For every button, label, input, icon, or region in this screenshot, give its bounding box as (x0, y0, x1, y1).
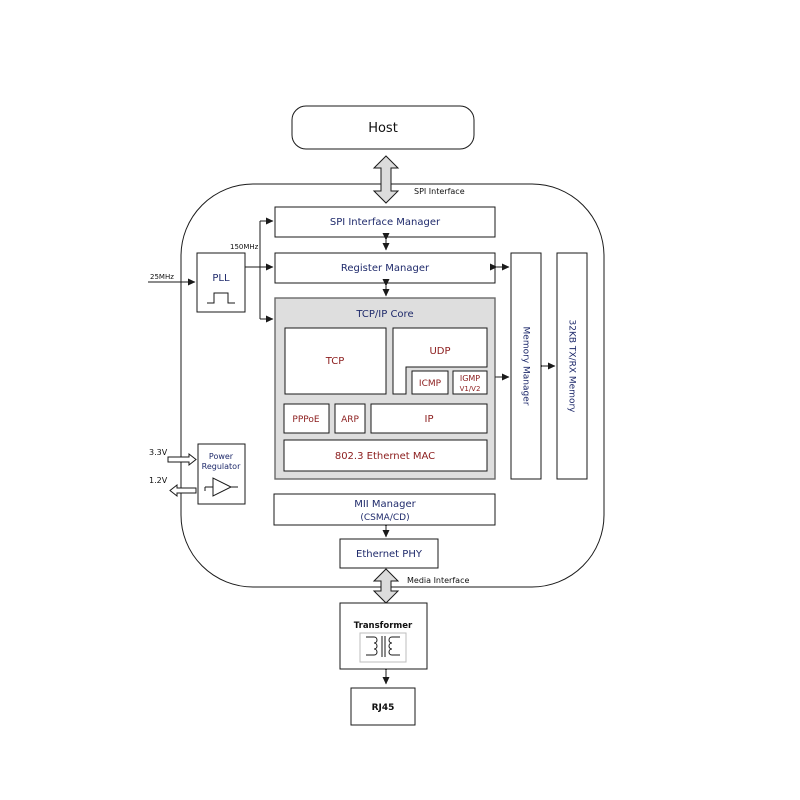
power-in-arrow (167, 452, 197, 467)
pll-block: PLL (196, 252, 246, 313)
udp-block: UDP (392, 327, 488, 395)
ethernet-mac-block: 802.3 Ethernet MAC (283, 439, 488, 472)
tcp-block: TCP (284, 327, 387, 395)
power-out-arrow (169, 483, 197, 498)
pll-waveform-icon (207, 292, 235, 304)
svg-text:Regulator: Regulator (202, 462, 241, 471)
clock-150mhz-label: 150MHz (230, 243, 259, 251)
mii-manager: MII Manager (CSMA/CD) (273, 493, 496, 526)
voltage-1v2-label: 1.2V (149, 476, 168, 485)
host-block: Host (291, 105, 475, 150)
rj45-block: RJ45 (350, 687, 416, 726)
svg-text:ICMP: ICMP (419, 379, 442, 389)
svg-text:MII Manager: MII Manager (354, 499, 416, 510)
arp-block: ARP (334, 403, 366, 434)
register-manager: Register Manager (274, 252, 496, 284)
clock-25mhz-label: 25MHz (150, 273, 174, 281)
memory-manager: Memory Manager (510, 252, 542, 480)
svg-text:TCP: TCP (325, 356, 345, 367)
ip-block: IP (370, 403, 488, 434)
svg-text:802.3 Ethernet MAC: 802.3 Ethernet MAC (335, 451, 435, 462)
host-label: Host (368, 121, 398, 136)
spi-interface-label: SPI Interface (414, 187, 465, 196)
svg-text:ARP: ARP (341, 415, 359, 425)
pppoe-block: PPPoE (283, 403, 330, 434)
tcpip-core-title: TCP/IP Core (355, 309, 413, 320)
svg-text:IGMP: IGMP (460, 374, 480, 383)
ethernet-phy: Ethernet PHY (339, 538, 439, 569)
svg-text:Register Manager: Register Manager (341, 263, 430, 274)
tx-rx-memory: 32KB TX/RX Memory (556, 252, 588, 480)
icmp-block: ICMP (411, 370, 449, 395)
svg-text:Power: Power (209, 452, 234, 461)
svg-text:V1/V2: V1/V2 (460, 385, 481, 393)
bidirectional-arrow-icon (382, 233, 556, 685)
clock-wiring (148, 217, 274, 323)
svg-text:32KB TX/RX Memory: 32KB TX/RX Memory (567, 320, 577, 414)
svg-text:SPI Interface Manager: SPI Interface Manager (330, 217, 441, 228)
svg-text:Ethernet PHY: Ethernet PHY (356, 549, 423, 560)
spi-interface-arrow (372, 155, 400, 204)
svg-text:Memory Manager: Memory Manager (521, 327, 531, 406)
svg-text:UDP: UDP (429, 346, 450, 357)
svg-text:PLL: PLL (212, 273, 230, 284)
svg-text:PPPoE: PPPoE (292, 415, 319, 425)
amplifier-icon (204, 477, 238, 497)
svg-text:RJ45: RJ45 (372, 703, 395, 713)
transformer-block: Transformer (339, 602, 428, 670)
media-interface-label: Media Interface (407, 576, 469, 585)
svg-text:(CSMA/CD): (CSMA/CD) (360, 513, 409, 523)
svg-text:Transformer: Transformer (354, 621, 413, 631)
igmp-block: IGMP V1/V2 (452, 370, 488, 395)
voltage-3v3-label: 3.3V (149, 448, 168, 457)
spi-interface-manager: SPI Interface Manager (274, 206, 496, 238)
svg-text:IP: IP (425, 414, 434, 425)
transformer-coil-icon (359, 632, 407, 663)
tcpip-core: TCP/IP Core TCP UDP ICMP IGMP V1/V2 PPPo… (274, 297, 496, 480)
power-regulator: Power Regulator (197, 443, 246, 505)
